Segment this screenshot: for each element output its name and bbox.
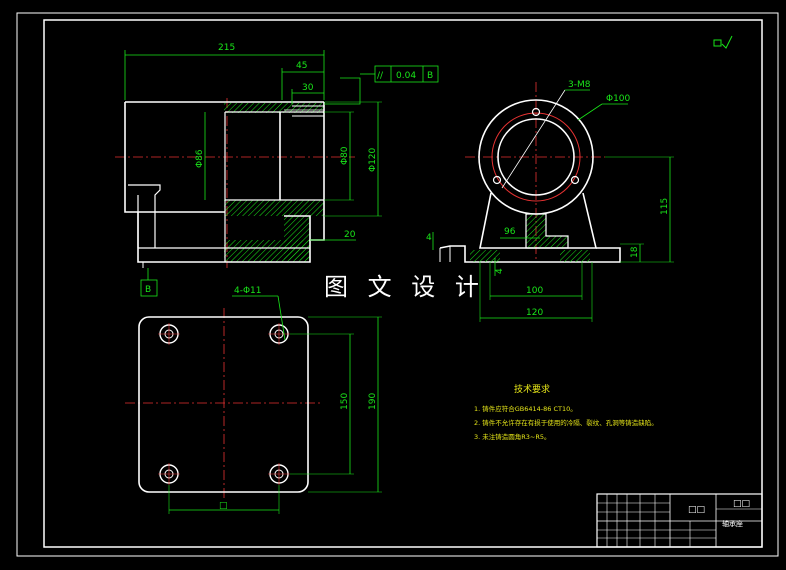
dim-bottom: □ [219,501,228,511]
dim-150: 150 [340,393,350,410]
dim-45: 45 [296,61,307,71]
dim-phi80: Φ80 [340,146,350,165]
dim-30: 30 [302,83,314,93]
dim-115: 115 [660,198,670,215]
roughness-symbol-icon [713,35,733,49]
bolt-hole-icon [158,323,180,345]
inner-border [43,19,763,548]
dim-100: 100 [526,286,543,296]
front-view: 215 45 30 Φ86 Φ80 Φ120 20 B [115,43,382,297]
datum-b-box [140,279,158,297]
dim-18: 18 [630,246,640,258]
dim-120: 120 [526,308,543,318]
tolerance-frame: // 0.04 B [324,65,439,105]
title-caption: 轴承座 [722,519,743,528]
bolt-hole-icon [268,323,290,345]
datum-b-label: B [145,285,151,295]
top-view: 4-Φ11 150 190 □ [125,286,382,514]
tech-item: 2. 铸件不允许存在有损于使用的冷隔、裂纹、孔洞等铸造缺陷。 [474,418,658,427]
dim-4phi11: 4-Φ11 [234,286,262,296]
dim-20: 20 [344,230,356,240]
dim-215: 215 [218,43,235,53]
side-view: 3-M8 Φ100 115 18 96 4 4 [426,80,674,322]
bolt-hole-icon [158,463,180,485]
outer-border [16,12,779,557]
tolerance-value: 0.04 [396,71,416,81]
tech-item: 3. 未注铸造圆角R3~R5。 [474,432,551,441]
dim-3m8: 3-M8 [568,80,591,90]
dim-4-left: 4 [426,233,432,243]
tech-requirements: 技术要求 1. 铸件应符合GB6414-86 CT10。 2. 铸件不允许存在有… [474,383,658,441]
watermark-text: 图 文 设 计 [324,273,485,301]
dim-190: 190 [368,393,378,410]
bolt-hole-icon [268,463,290,485]
tech-item: 1. 铸件应符合GB6414-86 CT10。 [474,404,577,413]
title-drawing-no: □□ [688,505,705,515]
tech-heading: 技术要求 [514,383,550,395]
dim-4-lower: 4 [495,268,505,274]
dim-96: 96 [504,227,516,237]
dim-phi120: Φ120 [368,147,378,172]
tolerance-datum: B [427,71,433,81]
title-part-name: □□ [733,499,750,509]
title-block: □□ □□ 轴承座 [596,493,763,548]
dim-phi100: Φ100 [606,94,631,104]
tolerance-symbol: // [377,71,384,81]
dim-phi86: Φ86 [195,149,205,168]
